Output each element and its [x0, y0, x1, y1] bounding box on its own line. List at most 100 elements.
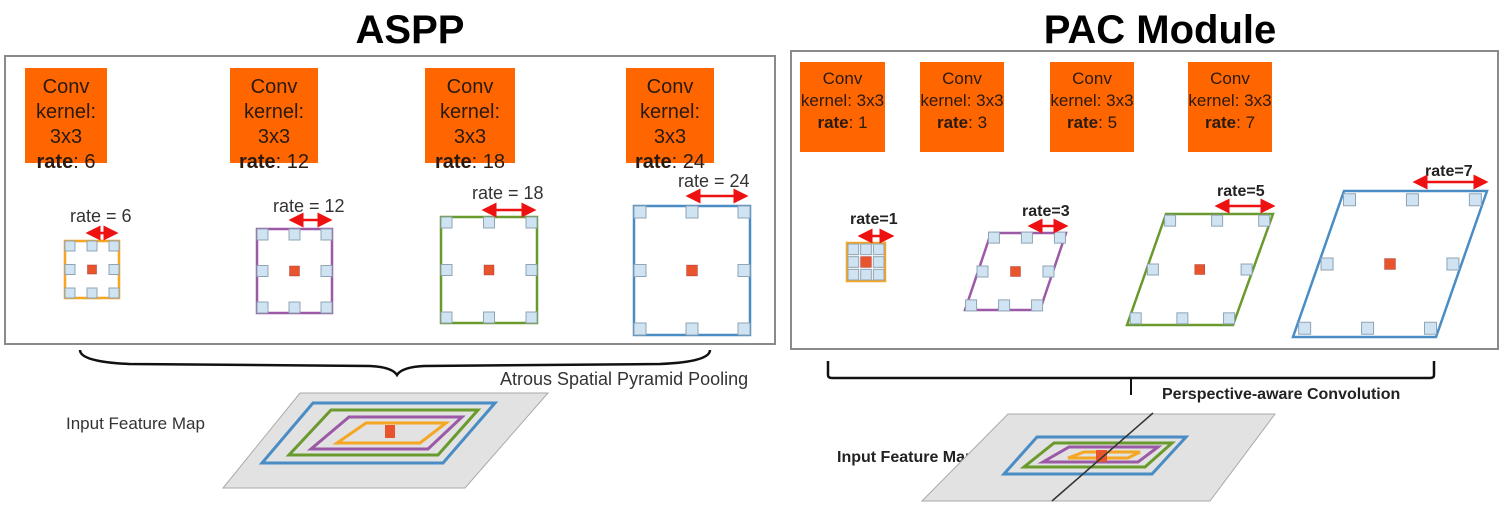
pac-kernel-4 [1291, 189, 1489, 339]
pac-panel [790, 50, 1499, 350]
pac-title: PAC Module [1043, 8, 1277, 52]
conv-name: Conv [250, 76, 298, 98]
aspp-brace [78, 349, 712, 378]
aspp-kernel-tap [483, 311, 495, 324]
pac-kernel-tap [1129, 312, 1142, 325]
pac-kernel-tap [1053, 231, 1066, 244]
conv-rate-key: rate [634, 151, 672, 173]
pac-brace-label: Perspective-aware Convolution [1162, 386, 1401, 403]
pac-kernel-tap [847, 243, 860, 256]
conv-name: Conv [1072, 69, 1112, 88]
aspp-input-label: Input Feature Map [66, 414, 205, 433]
pac-kernel-tap [998, 299, 1011, 312]
aspp-rate-label-3: rate = 18 [472, 183, 544, 203]
pac-kernel-tap [872, 243, 885, 256]
aspp-kernel-tap [633, 264, 647, 277]
conv-kernel: kernel: 3x3 [35, 101, 97, 148]
pac-conv-box-2: Conv kernel: 3x3 rate: 3 [920, 62, 1004, 152]
pac-kernel-tap [860, 268, 872, 281]
pac-conv-box-1: Conv kernel: 3x3 rate: 1 [800, 62, 885, 152]
pac-bracket [826, 361, 1436, 380]
aspp-title: ASPP [355, 8, 465, 52]
pac-kernel-tap [847, 256, 860, 268]
conv-kernel: kernel: 3x3 [439, 101, 501, 148]
kernel-center [686, 264, 698, 277]
conv-rate-value: : 5 [1098, 113, 1118, 132]
kernel-center [87, 264, 97, 275]
conv-rate-value: : 7 [1236, 113, 1256, 132]
pac-kernel-tap [976, 265, 989, 278]
aspp-kernel-tap [440, 216, 453, 229]
aspp-kernel-tap [737, 264, 751, 277]
conv-rate-value: : 6 [73, 151, 96, 173]
conv-rate-key: rate [1066, 113, 1099, 132]
pac-kernel-tap [1343, 193, 1357, 207]
conv-rate-value: : 1 [848, 113, 868, 132]
conv-rate-key: rate [817, 113, 849, 132]
kernel-center [860, 256, 872, 268]
conv-name: Conv [646, 76, 694, 98]
aspp-receptive-field-2 [285, 408, 482, 457]
pac-kernel-tap [872, 256, 885, 268]
kernel-center [483, 264, 495, 276]
aspp-receptive-field-3 [306, 415, 466, 451]
aspp-conv-box-4: Conv kernel: 3x3 rate: 24 [626, 68, 714, 173]
conv-kernel: kernel: 3x3 [1050, 91, 1134, 110]
aspp-map-center [385, 425, 395, 438]
pac-kernel-tap [1361, 321, 1375, 335]
pac-kernel-tap [1146, 263, 1159, 276]
conv-kernel: kernel: 3x3 [1188, 91, 1272, 110]
pac-kernel-tap [1446, 257, 1460, 271]
aspp-kernel-tap [108, 240, 120, 252]
conv-name: Conv [446, 76, 494, 98]
aspp-kernel-tap [64, 264, 76, 275]
aspp-kernel-tap [256, 228, 269, 241]
aspp-kernel-tap [256, 265, 269, 277]
conv-rate-value: : 12 [275, 151, 310, 173]
aspp-kernel-tap [64, 240, 76, 252]
pac-rate-label-3: rate=5 [1217, 183, 1265, 200]
aspp-kernel-tap [483, 216, 495, 229]
pac-kernel-tap [1164, 214, 1177, 227]
conv-name: Conv [942, 69, 982, 88]
conv-rate-key: rate [434, 151, 472, 173]
conv-rate-value: : 18 [471, 151, 506, 173]
pac-receptive-field-2 [1019, 441, 1176, 469]
pac-kernel-tap [1223, 312, 1236, 325]
pac-kernel-tap [1258, 214, 1271, 227]
aspp-conv-box-1: Conv kernel: 3x3 rate: 6 [25, 68, 107, 173]
pac-rate-label-2: rate=3 [1022, 203, 1070, 220]
kernel-center [1010, 266, 1021, 277]
pac-kernel-tap [1031, 299, 1044, 312]
aspp-kernel-tap [525, 264, 538, 276]
aspp-kernel-tap [108, 287, 120, 299]
aspp-kernel-tap [108, 264, 120, 275]
aspp-kernel-tap [737, 322, 751, 336]
pac-kernel-3 [1125, 212, 1275, 327]
conv-kernel: kernel: 3x3 [920, 91, 1004, 110]
pac-input-label: Input Feature Map [837, 449, 975, 466]
pac-conv-box-4: Conv kernel: 3x3 rate: 7 [1188, 62, 1272, 152]
pac-kernel-tap [965, 299, 978, 312]
aspp-kernel-tap [685, 205, 699, 219]
pac-kernel-tap [1042, 265, 1055, 278]
aspp-kernel-tap [525, 311, 538, 324]
conv-rate-value: : 3 [968, 113, 988, 132]
aspp-rate-label-1: rate = 6 [70, 206, 132, 226]
pac-kernel-tap [987, 231, 1000, 244]
aspp-kernel-tap [256, 301, 269, 314]
pac-kernel-tap [1320, 257, 1334, 271]
kernel-center [289, 265, 300, 277]
aspp-kernel-tap [320, 301, 333, 314]
aspp-kernel-tap [737, 205, 751, 219]
pac-receptive-field-1 [1000, 435, 1190, 476]
conv-kernel: kernel: 3x3 [800, 91, 885, 110]
aspp-kernel-tap [320, 265, 333, 277]
conv-name: Conv [822, 69, 863, 88]
kernel-center [1194, 264, 1205, 275]
pac-conv-box-3: Conv kernel: 3x3 rate: 5 [1050, 62, 1134, 152]
aspp-kernel-tap [320, 228, 333, 241]
aspp-kernel-tap [633, 322, 647, 336]
conv-rate-value: : 24 [671, 151, 706, 173]
aspp-conv-box-2: Conv kernel: 3x3 rate: 12 [230, 68, 318, 173]
